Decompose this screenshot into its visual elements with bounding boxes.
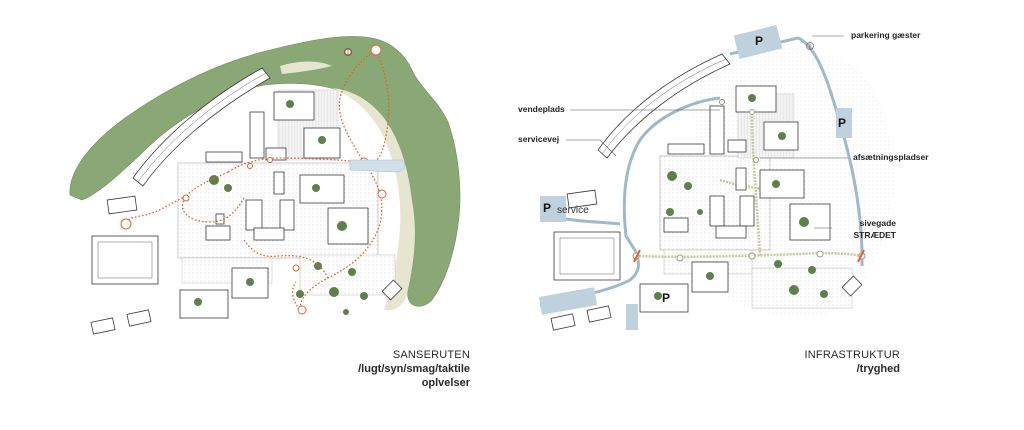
buildings-right	[550, 85, 863, 331]
caption-right-title: INFRASTRUKTUR	[804, 349, 900, 361]
curved-building-left	[132, 67, 271, 187]
trees-right	[654, 94, 828, 300]
caption-right: INFRASTRUKTUR /tryghed	[800, 348, 901, 376]
parking-blocks	[538, 25, 852, 330]
label-straedet: STRÆDET	[853, 230, 897, 240]
caption-left: SANSERUTEN /lugt/syn/smag/taktile oplvel…	[340, 348, 470, 390]
caption-left-subtitle: /lugt/syn/smag/taktile oplvelser	[358, 363, 470, 389]
label-parkering-gaester: parkering gæster	[851, 30, 921, 40]
parking-marker-south: P	[662, 291, 671, 305]
label-afsaetningspladser: afsætningspladser	[853, 152, 929, 162]
infra-paths	[635, 109, 863, 259]
parking-service-word: service	[557, 205, 589, 216]
parking-marker-top: P	[755, 34, 764, 48]
north-mark-icon	[344, 42, 814, 56]
water-streak-left	[349, 159, 406, 173]
buildings-left	[90, 91, 403, 335]
left-panel-map	[69, 36, 461, 335]
label-vendeplads: vendeplads	[518, 104, 565, 114]
label-servicevej: servicevej	[518, 134, 560, 144]
caption-right-subtitle: /tryghed	[856, 363, 900, 375]
right-panel-map	[538, 25, 894, 331]
caption-left-title: SANSERUTEN	[392, 349, 470, 361]
curved-building-right	[597, 53, 731, 159]
green-belt	[69, 36, 461, 307]
beige-rim	[332, 88, 415, 311]
gates	[633, 249, 865, 263]
parking-marker-service: P	[543, 201, 552, 215]
trees-left	[194, 100, 368, 315]
parking-marker-east: P	[838, 116, 847, 130]
leader-lines	[566, 35, 848, 229]
label-sivegade: sivegade	[859, 218, 896, 228]
